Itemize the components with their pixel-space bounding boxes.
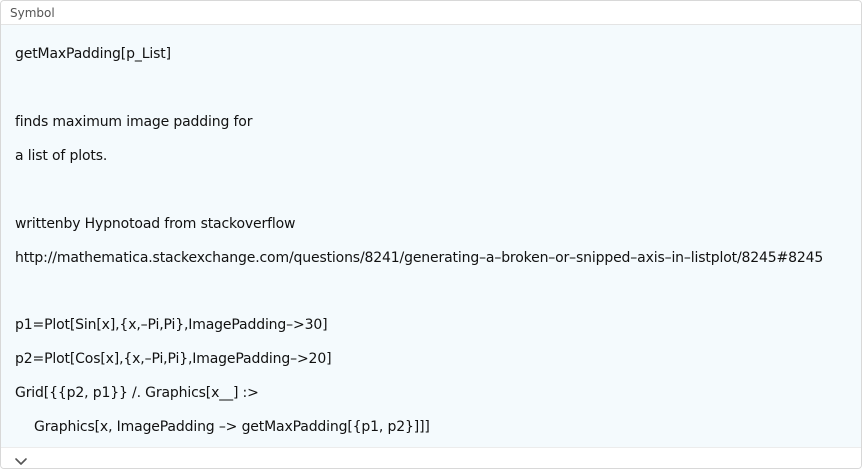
example-line-3: Grid[{{p2, p1}} /. Graphics[x__] :> bbox=[15, 385, 259, 401]
cell-footer bbox=[1, 447, 861, 468]
description-line-1: finds maximum image padding for bbox=[15, 114, 253, 130]
source-url-line: http://mathematica.stackexchange.com/que… bbox=[15, 250, 824, 266]
example-line-2: p2=Plot[Cos[x],{x,–Pi,Pi},ImagePadding–>… bbox=[15, 351, 332, 367]
cell-header: Symbol bbox=[1, 1, 861, 25]
author-line: writtenby Hypnotoad from stackoverflow bbox=[15, 216, 296, 232]
usage-line: getMaxPadding[p_List] bbox=[15, 46, 171, 62]
description-line-2: a list of plots. bbox=[15, 148, 108, 164]
chevron-down-icon[interactable] bbox=[14, 452, 28, 465]
example-line-4: Graphics[x, ImagePadding –> getMaxPaddin… bbox=[34, 419, 430, 435]
example-line-1: p1=Plot[Sin[x],{x,–Pi,Pi},ImagePadding–>… bbox=[15, 317, 328, 333]
cell-content[interactable]: getMaxPadding[p_List] finds maximum imag… bbox=[1, 25, 861, 447]
cell-style-label: Symbol bbox=[10, 6, 55, 20]
